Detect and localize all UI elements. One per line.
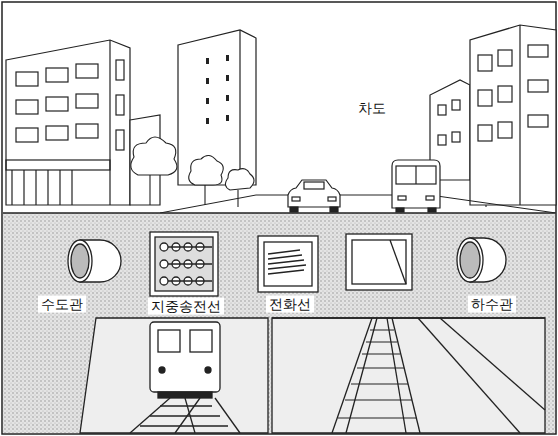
sewer-pipe bbox=[457, 238, 506, 282]
car bbox=[288, 180, 340, 212]
ground bbox=[3, 213, 555, 433]
left-buildings bbox=[6, 30, 256, 205]
sewer-label: 하수관 bbox=[468, 296, 516, 313]
subway-tunnel-right bbox=[272, 318, 545, 433]
road bbox=[160, 195, 556, 213]
water-pipe bbox=[68, 240, 121, 282]
water-pipe-label: 수도관 bbox=[38, 296, 86, 313]
surface-line bbox=[3, 212, 555, 214]
telephone-label: 전화선 bbox=[266, 296, 314, 313]
subway-tunnel-left bbox=[80, 318, 268, 433]
telephone-duct bbox=[258, 236, 318, 292]
power-cable-label: 지중송전선 bbox=[148, 298, 224, 315]
bus bbox=[392, 160, 440, 212]
road-label: 차도 bbox=[355, 100, 389, 117]
right-buildings bbox=[430, 25, 556, 205]
utility-duct bbox=[346, 234, 412, 290]
power-cable-duct bbox=[150, 232, 218, 296]
